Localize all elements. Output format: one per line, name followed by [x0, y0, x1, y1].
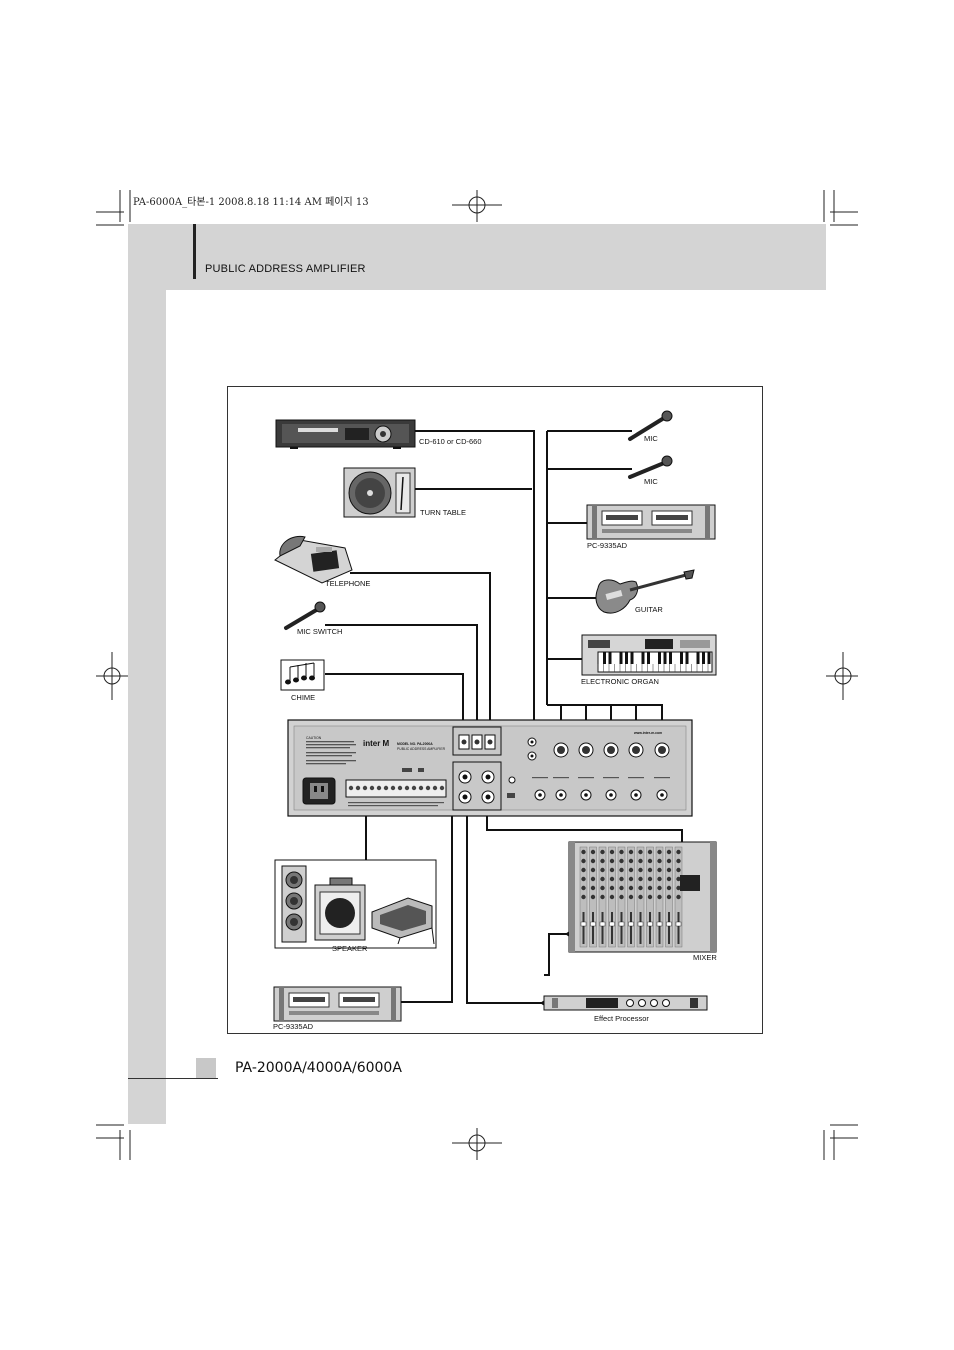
guitar-label: GUITAR: [635, 605, 663, 614]
mixer: [568, 841, 717, 953]
header-title: PUBLIC ADDRESS AMPLIFIER: [205, 263, 366, 275]
speaker-label: SPEAKER: [332, 944, 368, 953]
connection-diagram: CD-610 or CD-660 TURN TABLE TELEPHONE MI…: [227, 386, 763, 1034]
cd-player-label: CD-610 or CD-660: [419, 437, 482, 446]
footer-rule: [128, 1078, 218, 1079]
footer-model: PA-2000A/4000A/6000A: [235, 1060, 402, 1076]
turntable-label: TURN TABLE: [420, 508, 466, 517]
electronic-organ: [581, 634, 717, 676]
guitar: [595, 569, 695, 614]
mic-switch: [284, 601, 326, 630]
amp-subtitle: PUBLIC ADDRESS AMPLIFIER: [397, 747, 446, 751]
page-corner: [166, 290, 246, 370]
side-band: [128, 290, 166, 1124]
amplifier-rear-panel: CAUTION inter M MODEL NO. PA-2000A PUBLI…: [287, 719, 693, 817]
print-header: PA-6000A_타본-1 2008.8.18 11:14 AM 페이지 13: [133, 197, 369, 208]
mic-2-label: MIC: [644, 477, 658, 486]
gain-knobs: [532, 777, 670, 801]
organ-black-keys: [597, 652, 711, 672]
diagram-canvas: CD-610 or CD-660 TURN TABLE TELEPHONE MI…: [273, 410, 717, 1031]
organ-label: ELECTRONIC ORGAN: [581, 677, 659, 686]
footer-page-tab: [196, 1058, 216, 1078]
effect-processor-label: Effect Processor: [594, 1014, 649, 1023]
speaker-group: [274, 859, 437, 949]
cassette-top-label: PC-9335AD: [587, 541, 628, 550]
cd-player: [275, 419, 416, 449]
xlr-inputs: [553, 742, 670, 758]
microphone-1: [628, 410, 673, 441]
cassette-deck-top: [586, 504, 716, 540]
mixer-channel-strips: [579, 846, 683, 948]
chime-label: CHIME: [291, 693, 315, 702]
wire-arrows: [540, 930, 571, 1007]
microphone-2: [628, 455, 673, 479]
telephone-label: TELEPHONE: [325, 579, 370, 588]
caution-label: CAUTION: [306, 736, 322, 740]
caution-text-lines: [306, 741, 356, 765]
header-band: [128, 224, 826, 290]
turntable: [343, 467, 416, 518]
mic-switch-label: MIC SWITCH: [297, 627, 342, 636]
amp-website: www.inter-m.com: [633, 731, 662, 735]
effect-processor: [543, 995, 708, 1011]
cassette-deck-bottom: [273, 986, 402, 1022]
header-rule: [193, 224, 196, 279]
amp-model: MODEL NO. PA-2000A: [397, 742, 433, 746]
cassette-bottom-label: PC-9335AD: [273, 1022, 314, 1031]
mixer-label: MIXER: [693, 953, 717, 962]
telephone: [274, 535, 353, 584]
speaker-terminals: [348, 785, 445, 791]
amp-brand: inter M: [363, 739, 390, 748]
chime: [280, 659, 325, 691]
mic-1-label: MIC: [644, 434, 658, 443]
